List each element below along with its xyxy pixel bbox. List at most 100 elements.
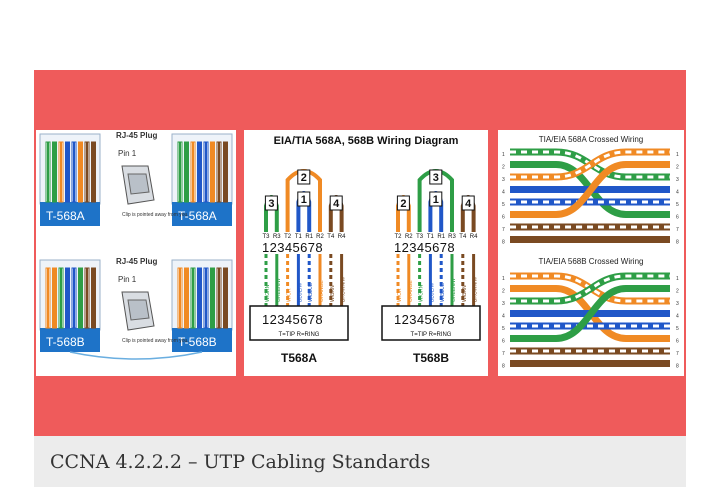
wire-label: ORANGE <box>319 280 325 302</box>
pin-number: 4 <box>676 190 679 196</box>
wire-label: W/GRN <box>419 284 425 302</box>
crossed-wire-stripe <box>510 274 670 303</box>
pin-numbers-b-top: 12345678 <box>394 240 455 255</box>
label-568a-left: T-568A <box>46 209 85 223</box>
pin-number: 3 <box>502 177 505 183</box>
tip-ring-label: R4 <box>338 234 346 240</box>
pin-number: 5 <box>676 326 679 332</box>
tip-ring-label: R1 <box>305 234 313 240</box>
figure-banner: T-568A T-568A T-568B T-568B RJ-45 Plug P… <box>34 70 686 436</box>
connector-wire-stripe <box>73 268 75 328</box>
connectors-illustration: T-568A T-568A T-568B T-568B RJ-45 Plug P… <box>39 131 233 360</box>
connector-wire <box>184 267 189 329</box>
plug-title-bottom: RJ-45 Plug <box>116 257 157 266</box>
connector-wire <box>65 141 70 203</box>
pin-label-bottom: Pin 1 <box>118 275 137 284</box>
connector-wire <box>210 267 215 329</box>
caption-bar: CCNA 4.2.2.2 – UTP Cabling Standards <box>34 436 686 487</box>
wire-label: BROWN/W <box>341 276 347 302</box>
wire-label: W/OR <box>287 288 293 302</box>
pin-number: 5 <box>502 202 505 208</box>
pair-number: 2 <box>400 198 406 210</box>
label-t568a: T568A <box>281 351 317 365</box>
pin-number: 7 <box>676 351 679 357</box>
crossed-wiring-panel: TIA/EIA 568A Crossed Wiring TIA/EIA 568B… <box>498 130 684 376</box>
pair-number: 3 <box>433 172 439 184</box>
connector-wire-stripe <box>192 268 194 328</box>
pair-number: 1 <box>433 194 439 206</box>
label-t568b: T568B <box>413 351 449 365</box>
pair-number-box <box>297 169 311 185</box>
tip-ring-label: T4 <box>459 234 467 240</box>
plug-title-top: RJ-45 Plug <box>116 131 157 140</box>
pin-number: 6 <box>502 215 505 221</box>
pin-number: 7 <box>676 227 679 233</box>
connector-wire <box>223 141 228 203</box>
crossed-wire-stripe <box>510 150 670 179</box>
label-568b-left: T-568B <box>46 335 85 349</box>
pair-number-box <box>461 195 475 211</box>
tip-ring-label: T3 <box>262 234 270 240</box>
pair-number-box <box>429 191 443 207</box>
pin-number: 2 <box>502 289 505 295</box>
tip-ring-label: R2 <box>316 234 324 240</box>
pin-number: 2 <box>502 165 505 171</box>
clip-note-top: Clip is pointed away from you. <box>122 212 189 218</box>
wire-label: ORANGE <box>408 280 414 302</box>
pin-number: 8 <box>676 364 679 370</box>
connector-wire-stripe <box>47 268 49 328</box>
connector-wire <box>197 141 202 203</box>
pin-number: 1 <box>676 152 679 158</box>
connector-wire-stripe <box>192 142 194 202</box>
connector-wire <box>78 267 83 329</box>
pin-label-top: Pin 1 <box>118 149 137 158</box>
legend-b: T=TIP R=RING <box>411 332 452 338</box>
pin-number: 8 <box>502 240 505 246</box>
tip-ring-label: R3 <box>273 234 281 240</box>
connector-wire-stripe <box>60 142 62 202</box>
plug-icon-top <box>121 165 155 205</box>
pair-number-box <box>396 195 410 211</box>
tip-ring-label: T2 <box>394 234 402 240</box>
pin-number: 5 <box>676 202 679 208</box>
wire-label: W/GRN <box>265 284 271 302</box>
pin-number: 6 <box>502 339 505 345</box>
jack-b <box>381 305 481 341</box>
pair-number: 2 <box>301 172 307 184</box>
tip-ring-label: T3 <box>416 234 424 240</box>
crossed-wiring: TIA/EIA 568A Crossed Wiring TIA/EIA 568B… <box>502 135 679 370</box>
label-568a-right: T-568A <box>178 209 217 223</box>
connector-wire <box>184 141 189 203</box>
caption-text: CCNA 4.2.2.2 – UTP Cabling Standards <box>50 451 431 473</box>
connector-wire <box>197 267 202 329</box>
pin-number: 3 <box>676 177 679 183</box>
connector-wire-stripe <box>205 268 207 328</box>
connector-wire-stripe <box>218 268 220 328</box>
pin-number: 1 <box>676 276 679 282</box>
pair-number-box <box>297 191 311 207</box>
wire-label: BROWN/W <box>473 276 479 302</box>
cable-line <box>69 351 203 360</box>
pin-number: 2 <box>676 289 679 295</box>
pin-number: 4 <box>502 314 505 320</box>
connector-wire <box>52 141 57 203</box>
crossed-wire-stripe <box>510 150 670 179</box>
wire-label: W/OR <box>397 288 403 302</box>
connector-wire <box>78 141 83 203</box>
connectors-panel: T-568A T-568A T-568B T-568B RJ-45 Plug P… <box>36 130 236 376</box>
crossed-wire-stripe <box>510 274 670 303</box>
jack-a <box>249 305 349 341</box>
wire-label: BLUE/W <box>297 283 303 302</box>
pin-number: 1 <box>502 152 505 158</box>
tip-ring-label: T1 <box>427 234 435 240</box>
connector-wire <box>91 267 96 329</box>
crossed-wire <box>510 285 670 342</box>
wire-label: W/BLUE <box>440 282 446 302</box>
wire-label: W/BRN <box>462 285 468 302</box>
pair-number-box <box>329 195 343 211</box>
clip-note-bottom: Clip is pointed away from you. <box>122 338 189 344</box>
